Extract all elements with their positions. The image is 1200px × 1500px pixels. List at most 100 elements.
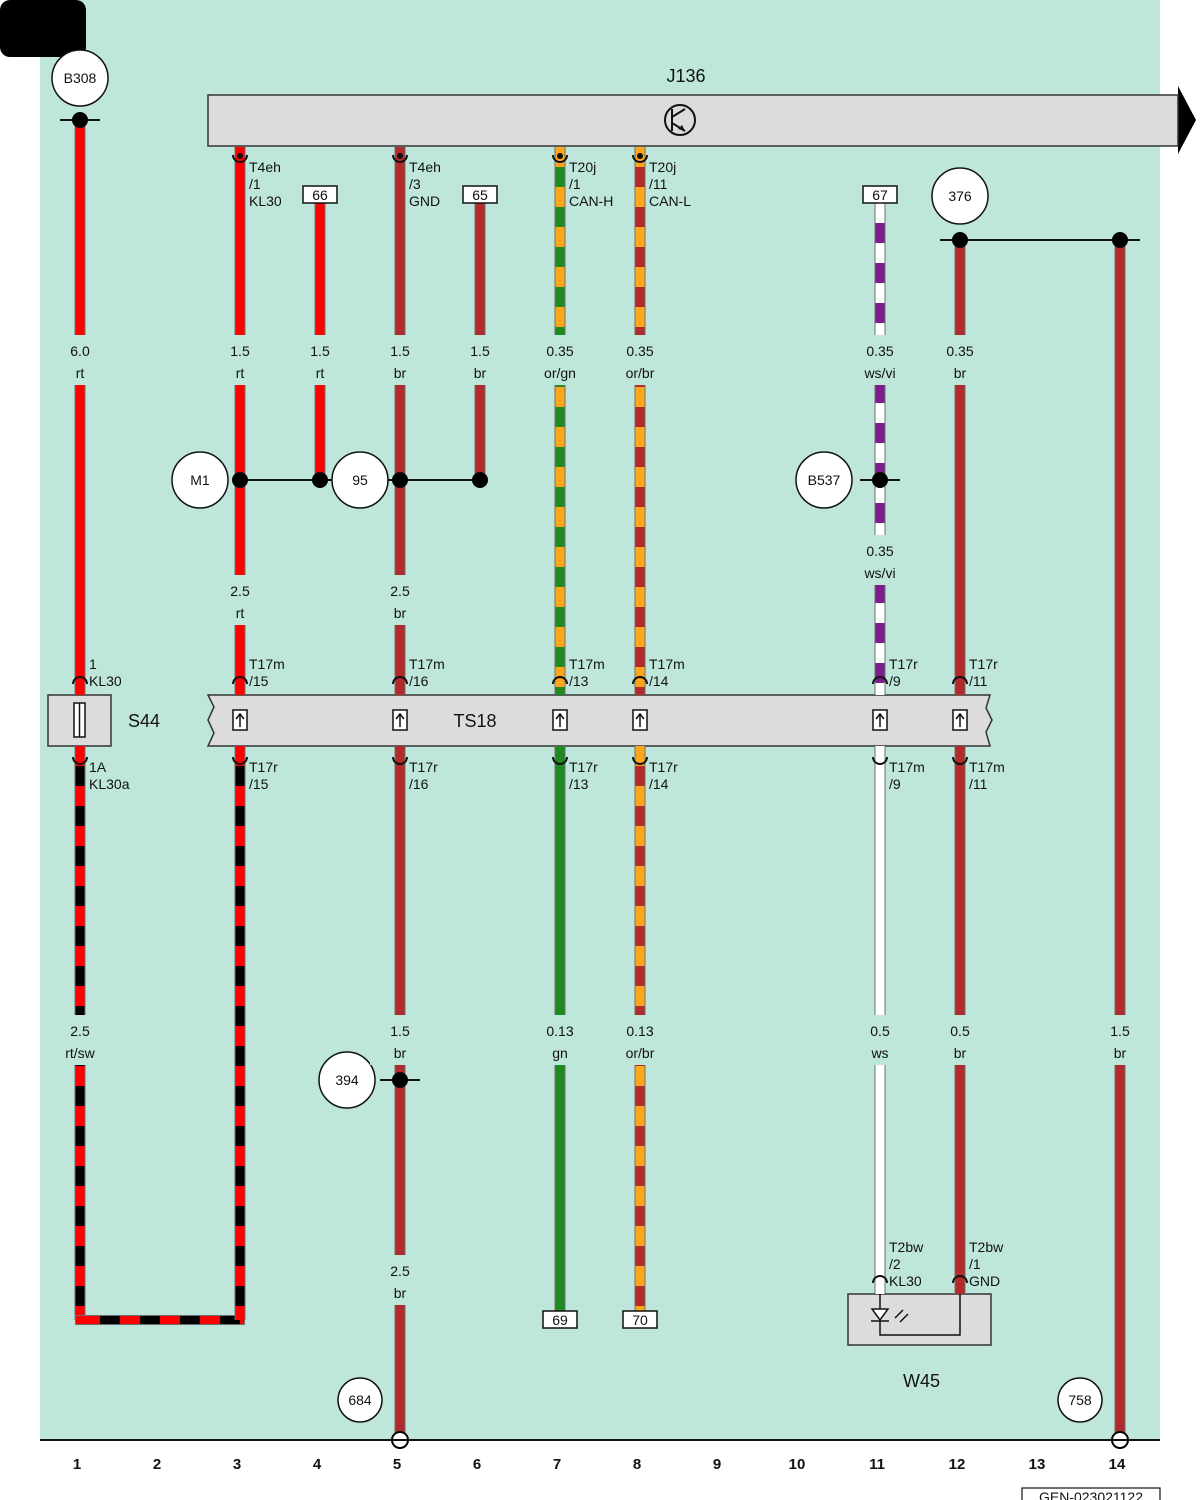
wire-size-label: 0.13 <box>546 1023 573 1039</box>
connector-icon <box>232 756 248 765</box>
wire-col3-top <box>234 147 246 695</box>
connector-icon <box>552 154 568 163</box>
pin-label: T17r <box>569 759 598 775</box>
ref-box-70-label: 70 <box>632 1312 648 1328</box>
connector-icon <box>632 676 648 685</box>
wire-col8-top <box>634 147 646 695</box>
wire-size-label: 1.5 <box>310 343 330 359</box>
terminal-icon <box>872 709 888 731</box>
splice-dot <box>312 472 328 488</box>
pin-label: T20j <box>649 159 676 175</box>
transistor-icon <box>664 104 696 136</box>
splice-dot <box>232 472 248 488</box>
wire-size-label: 0.35 <box>866 543 893 559</box>
wire-col14 <box>1114 240 1126 1440</box>
ref-box-66-label: 66 <box>312 187 328 203</box>
pin-label: /11 <box>969 776 988 792</box>
pin-label: /14 <box>649 673 669 689</box>
circle-394-label: 394 <box>335 1072 359 1088</box>
pin-label: T2bw <box>969 1239 1004 1255</box>
pin-label: 1A <box>89 759 107 775</box>
wire-loop-bottom <box>75 1315 245 1325</box>
terminal-icon <box>552 709 568 731</box>
j136-module <box>207 94 1179 147</box>
wire-label-bg <box>210 575 270 625</box>
wire-size-label: 2.5 <box>70 1023 90 1039</box>
column-number: 1 <box>73 1456 81 1473</box>
column-number: 2 <box>153 1456 161 1473</box>
wire-label-bg <box>530 1015 590 1065</box>
w45-light-box <box>847 1293 992 1346</box>
wire-color-label: br <box>394 1045 407 1061</box>
wire-label-bg <box>370 1255 430 1305</box>
ts18-terminal-strip <box>206 694 993 747</box>
splice-dot <box>472 472 488 488</box>
pin-label: T17m <box>569 656 605 672</box>
wire-size-label: 2.5 <box>390 583 410 599</box>
column-number: 10 <box>789 1456 806 1473</box>
column-number: 7 <box>553 1456 561 1473</box>
terminal-icon <box>232 709 248 731</box>
wire-color-label: or/br <box>626 365 655 381</box>
connector-pin <box>637 153 643 159</box>
pin-label: /3 <box>409 176 421 192</box>
wire-color-label: rt <box>316 365 325 381</box>
ref-box-66 <box>302 185 338 204</box>
pin-label: /9 <box>889 673 901 689</box>
connector-pin <box>237 153 243 159</box>
pin-label: /2 <box>889 1256 901 1272</box>
pin-label: /16 <box>409 776 429 792</box>
wire-size-label: 1.5 <box>1110 1023 1130 1039</box>
wire-col7-top <box>554 147 566 695</box>
pin-label: CAN-H <box>569 193 613 209</box>
wire-color-label: br <box>474 365 487 381</box>
connector-icon <box>392 676 408 685</box>
pin-label: KL30 <box>89 673 122 689</box>
pin-label: CAN-L <box>649 193 691 209</box>
splice-dot <box>1112 232 1128 248</box>
wire-label-bg <box>1090 1015 1150 1065</box>
connector-icon <box>872 756 888 765</box>
wire-size-label: 0.35 <box>946 343 973 359</box>
connector-icon <box>552 756 568 765</box>
pin-label: T17r <box>249 759 278 775</box>
pin-label: T17r <box>409 759 438 775</box>
wire-size-label: 0.5 <box>950 1023 970 1039</box>
wire-color-label: rt/sw <box>65 1045 95 1061</box>
pin-label: T17m <box>409 656 445 672</box>
circle-b308-label: B308 <box>64 70 97 86</box>
connector-icon <box>232 676 248 685</box>
ts18-label: TS18 <box>453 711 496 731</box>
circle-b537-label: B537 <box>808 472 841 488</box>
pin-label: /16 <box>409 673 429 689</box>
continue-arrow-icon[interactable] <box>1178 86 1196 154</box>
wire-label-bg <box>210 335 270 385</box>
wire-label-bg <box>450 335 510 385</box>
wire-col11-top <box>874 203 886 695</box>
wire-size-label: 1.5 <box>470 343 490 359</box>
terminal-icon <box>392 709 408 731</box>
pin-label: T17m <box>649 656 685 672</box>
connector-icon <box>952 756 968 765</box>
page-corner-tab <box>0 0 86 57</box>
wire-color-label: br <box>954 365 967 381</box>
pin-label: GND <box>409 193 440 209</box>
ref-box-67-label: 67 <box>872 187 888 203</box>
circle-m1-label: M1 <box>190 472 210 488</box>
pin-label: T4eh <box>249 159 281 175</box>
wire-col5-top <box>394 147 406 695</box>
wire-label-bg <box>850 535 910 585</box>
wire-label-bg <box>610 335 670 385</box>
wire-size-label: 1.5 <box>390 1023 410 1039</box>
ref-box-67 <box>862 185 898 204</box>
circle-b308 <box>51 49 109 107</box>
circle-376-label: 376 <box>948 188 972 204</box>
pin-label: /1 <box>249 176 261 192</box>
pin-label: T17m <box>889 759 925 775</box>
wire-color-label: br <box>1114 1045 1127 1061</box>
circle-758-label: 758 <box>1068 1392 1092 1408</box>
circle-95-label: 95 <box>352 472 368 488</box>
pin-label: T4eh <box>409 159 441 175</box>
